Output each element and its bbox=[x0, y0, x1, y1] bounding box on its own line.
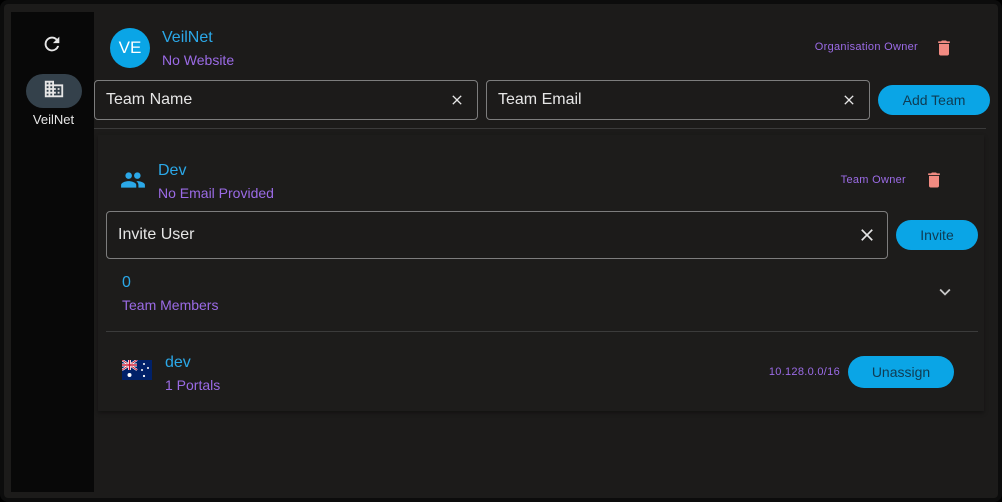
team-email-field bbox=[486, 80, 870, 120]
avatar: VE bbox=[110, 28, 150, 68]
clear-icon[interactable] bbox=[839, 90, 859, 110]
organisation-role: Organisation Owner bbox=[814, 41, 918, 53]
invite-button[interactable]: Invite bbox=[896, 220, 978, 250]
add-team-button[interactable]: Add Team bbox=[878, 85, 990, 115]
trash-icon[interactable] bbox=[922, 168, 946, 192]
divider bbox=[94, 128, 986, 129]
team-name: Dev bbox=[158, 162, 187, 179]
unassign-button[interactable]: Unassign bbox=[848, 356, 954, 388]
portal-subnet: 10.128.0.0/16 bbox=[768, 366, 840, 378]
navigation-rail: VeilNet bbox=[11, 12, 94, 492]
organisation-website: No Website bbox=[162, 52, 235, 68]
invite-user-input[interactable] bbox=[107, 212, 887, 258]
team-card: Dev No Email Provided Team Owner Invite … bbox=[98, 135, 984, 411]
rail-item-label: VeilNet bbox=[32, 112, 75, 127]
clear-icon[interactable] bbox=[857, 225, 877, 245]
portal-count: 1 Portals bbox=[165, 377, 221, 393]
building-icon bbox=[43, 78, 65, 105]
australia-flag-icon bbox=[121, 359, 152, 385]
team-name-field bbox=[94, 80, 478, 120]
trash-icon[interactable] bbox=[932, 36, 956, 60]
group-icon bbox=[120, 167, 146, 198]
refresh-icon[interactable] bbox=[40, 32, 64, 56]
team-email: No Email Provided bbox=[158, 185, 274, 201]
clear-icon[interactable] bbox=[447, 90, 467, 110]
chevron-down-icon[interactable] bbox=[934, 281, 956, 308]
divider bbox=[106, 331, 978, 332]
invite-user-field bbox=[106, 211, 888, 259]
team-name-input[interactable] bbox=[95, 81, 477, 119]
team-email-input[interactable] bbox=[487, 81, 869, 119]
organisation-name: VeilNet bbox=[162, 29, 213, 46]
rail-item-organisation[interactable] bbox=[26, 74, 82, 108]
team-members-label: Team Members bbox=[122, 297, 219, 313]
team-member-count: 0 bbox=[122, 274, 131, 291]
team-role: Team Owner bbox=[840, 174, 906, 186]
portal-name: dev bbox=[165, 354, 191, 371]
